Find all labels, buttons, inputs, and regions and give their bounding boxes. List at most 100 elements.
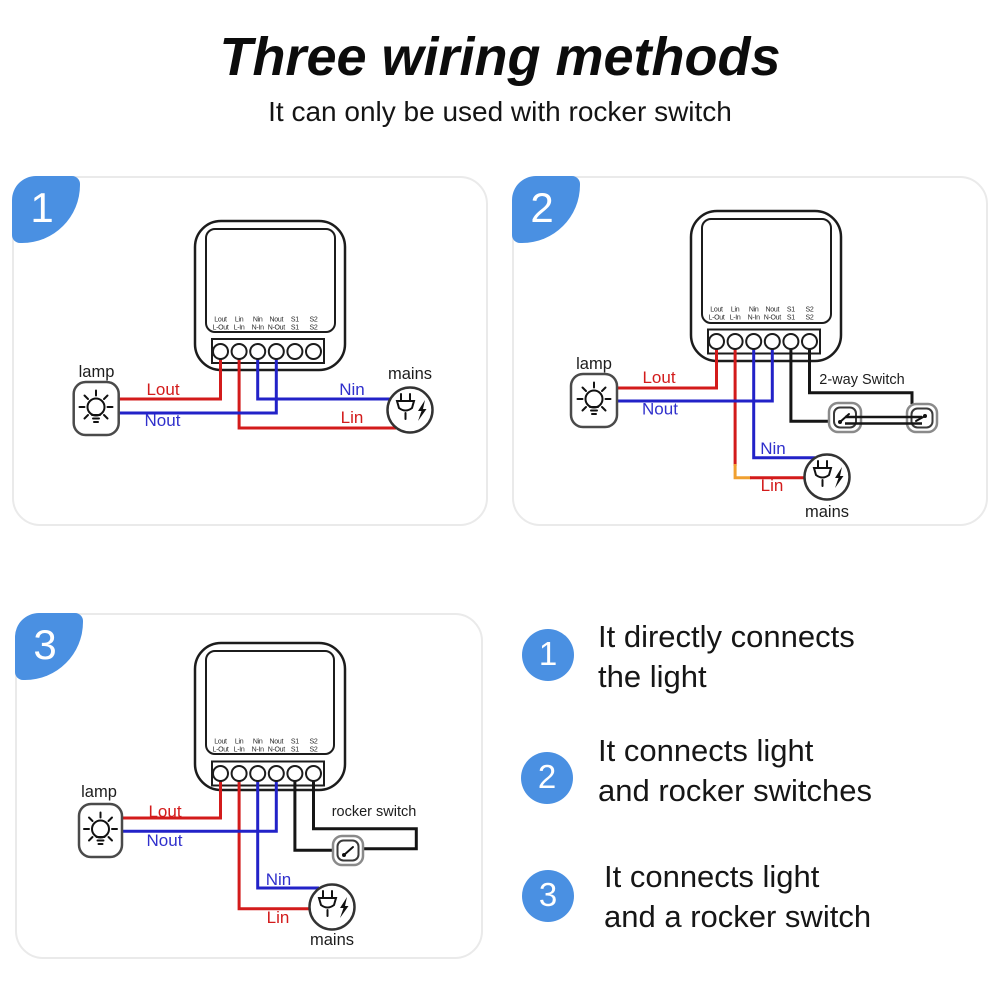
wire-s1 — [293, 780, 333, 852]
legend-2-line2: and rocker switches — [598, 773, 872, 808]
terminal-label: Lout — [214, 317, 227, 324]
terminal-label: L-In — [234, 747, 245, 754]
legend-3-line1: It connects light — [604, 859, 820, 894]
wire-s2 — [808, 348, 914, 404]
panel-wiring-method-1: Lout Lin Nin Nout S1 S2 L-Out L-In N-In … — [12, 176, 488, 526]
terminal-label: S1 — [291, 747, 299, 754]
terminal-label: S2 — [310, 739, 318, 746]
terminal-label: S1 — [291, 325, 299, 332]
bulb-icon — [78, 389, 114, 423]
terminal-label: Nout — [270, 739, 284, 746]
legend-3-text: It connects light and a rocker switch — [604, 857, 871, 937]
legend-2-line1: It connects light — [598, 733, 814, 768]
bulb-icon — [83, 811, 118, 845]
terminal-label: Lin — [235, 739, 244, 746]
terminal-label: Nin — [253, 739, 263, 746]
page-subtitle: It can only be used with rocker switch — [268, 96, 732, 127]
smart-switch-module: Lout Lin Nin Nout S1 S2 L-Out L-In N-In … — [689, 209, 843, 363]
panel-wiring-method-2: Lout Lin Nin Nout S1 S2 L-Out L-In N-In … — [512, 176, 988, 526]
terminal-label: L-Out — [212, 325, 228, 332]
page-title: Three wiring methods — [219, 27, 781, 87]
lightning-bolt-icon — [835, 467, 844, 488]
lightning-bolt-icon — [418, 400, 427, 421]
legend-2-text: It connects light and rocker switches — [598, 731, 872, 811]
wire-nin — [752, 348, 815, 460]
lightning-bolt-icon — [340, 897, 349, 918]
terminal-label: L-In — [730, 315, 741, 322]
terminal-label: Nout — [270, 317, 284, 324]
terminal-label: L-Out — [212, 747, 228, 754]
switch-label: rocker switch — [332, 804, 417, 820]
rocker-switch-icon — [331, 834, 365, 867]
wiring-diagram-1: Lout Lin Nin Nout S1 S2 L-Out L-In N-In … — [72, 219, 434, 437]
wire-switch-link — [845, 415, 922, 425]
wire-lout — [122, 780, 222, 820]
switch-label: 2-way Switch — [819, 372, 904, 388]
wire-label-nout: Nout — [145, 411, 181, 430]
plug-icon — [812, 460, 833, 487]
wire-nout — [119, 358, 278, 415]
wire-nin — [256, 358, 390, 401]
terminal-label: Lout — [214, 739, 227, 746]
terminal-label: Lout — [710, 307, 723, 314]
wiring-diagram-2: Lout Lin Nin Nout S1 S2 L-Out L-In N-In … — [569, 209, 939, 521]
wire-nin — [256, 780, 319, 890]
lamp-label: lamp — [81, 783, 117, 801]
wire-lin-orange-corner — [733, 464, 751, 480]
terminal-label: N-In — [748, 315, 760, 322]
wiring-diagram-3: Lout Lin Nin Nout S1 S2 L-Out L-In N-In … — [77, 641, 418, 949]
bulb-icon — [576, 381, 612, 415]
terminal-circles — [708, 333, 818, 350]
wire-nout — [617, 348, 774, 403]
terminal-circles — [212, 343, 322, 360]
legend-1-line1: It directly connects — [598, 619, 855, 654]
terminal-label: S2 — [310, 317, 318, 324]
terminal-label: S1 — [291, 317, 299, 324]
wire-label-nin: Nin — [266, 870, 292, 889]
terminal-label: L-In — [234, 325, 245, 332]
legend-1-number-badge: 1 — [522, 629, 574, 681]
terminal-label: Nin — [253, 317, 263, 324]
terminal-label: S2 — [310, 747, 318, 754]
legend-1-line2: the light — [598, 659, 707, 694]
terminal-circles — [212, 765, 322, 782]
terminal-label: S1 — [787, 315, 795, 322]
terminal-label: S2 — [310, 325, 318, 332]
plug-icon — [395, 393, 416, 420]
lamp-icon — [569, 372, 619, 429]
terminal-label: S2 — [806, 307, 814, 314]
terminal-label: S1 — [291, 739, 299, 746]
wire-s1 — [789, 348, 829, 423]
wire-label-nin: Nin — [339, 380, 365, 399]
mains-icon — [308, 883, 356, 931]
wire-label-lout: Lout — [146, 380, 179, 399]
wire-s2 — [312, 780, 418, 851]
legend-3-number-badge: 3 — [522, 870, 574, 922]
mains-icon — [803, 453, 851, 501]
wire-label-nout: Nout — [642, 400, 678, 419]
terminal-label: Nout — [766, 307, 780, 314]
wire-label-nout: Nout — [147, 831, 183, 850]
wire-label-lout: Lout — [642, 368, 675, 387]
legend-3-line2: and a rocker switch — [604, 899, 872, 934]
wire-label-lout: Lout — [148, 802, 181, 821]
terminal-label: S1 — [787, 307, 795, 314]
terminal-label: N-In — [252, 747, 264, 754]
terminal-label: S2 — [806, 315, 814, 322]
terminal-label: N-Out — [764, 315, 782, 322]
wire-label-nin: Nin — [760, 439, 786, 458]
legend-2-number-badge: 2 — [521, 752, 573, 804]
wire-nout — [122, 780, 278, 833]
terminal-label: N-In — [252, 325, 264, 332]
wire-lout — [119, 358, 222, 401]
terminal-label: Lin — [235, 317, 244, 324]
lamp-icon — [77, 802, 124, 859]
wire-lin — [237, 358, 396, 430]
wire-label-lin: Lin — [761, 476, 784, 495]
mains-icon — [386, 386, 434, 434]
terminal-label: N-Out — [268, 747, 286, 754]
mains-label: mains — [805, 503, 849, 521]
lamp-icon — [72, 380, 120, 437]
wire-label-lin: Lin — [341, 408, 364, 427]
terminal-label: L-Out — [708, 315, 724, 322]
